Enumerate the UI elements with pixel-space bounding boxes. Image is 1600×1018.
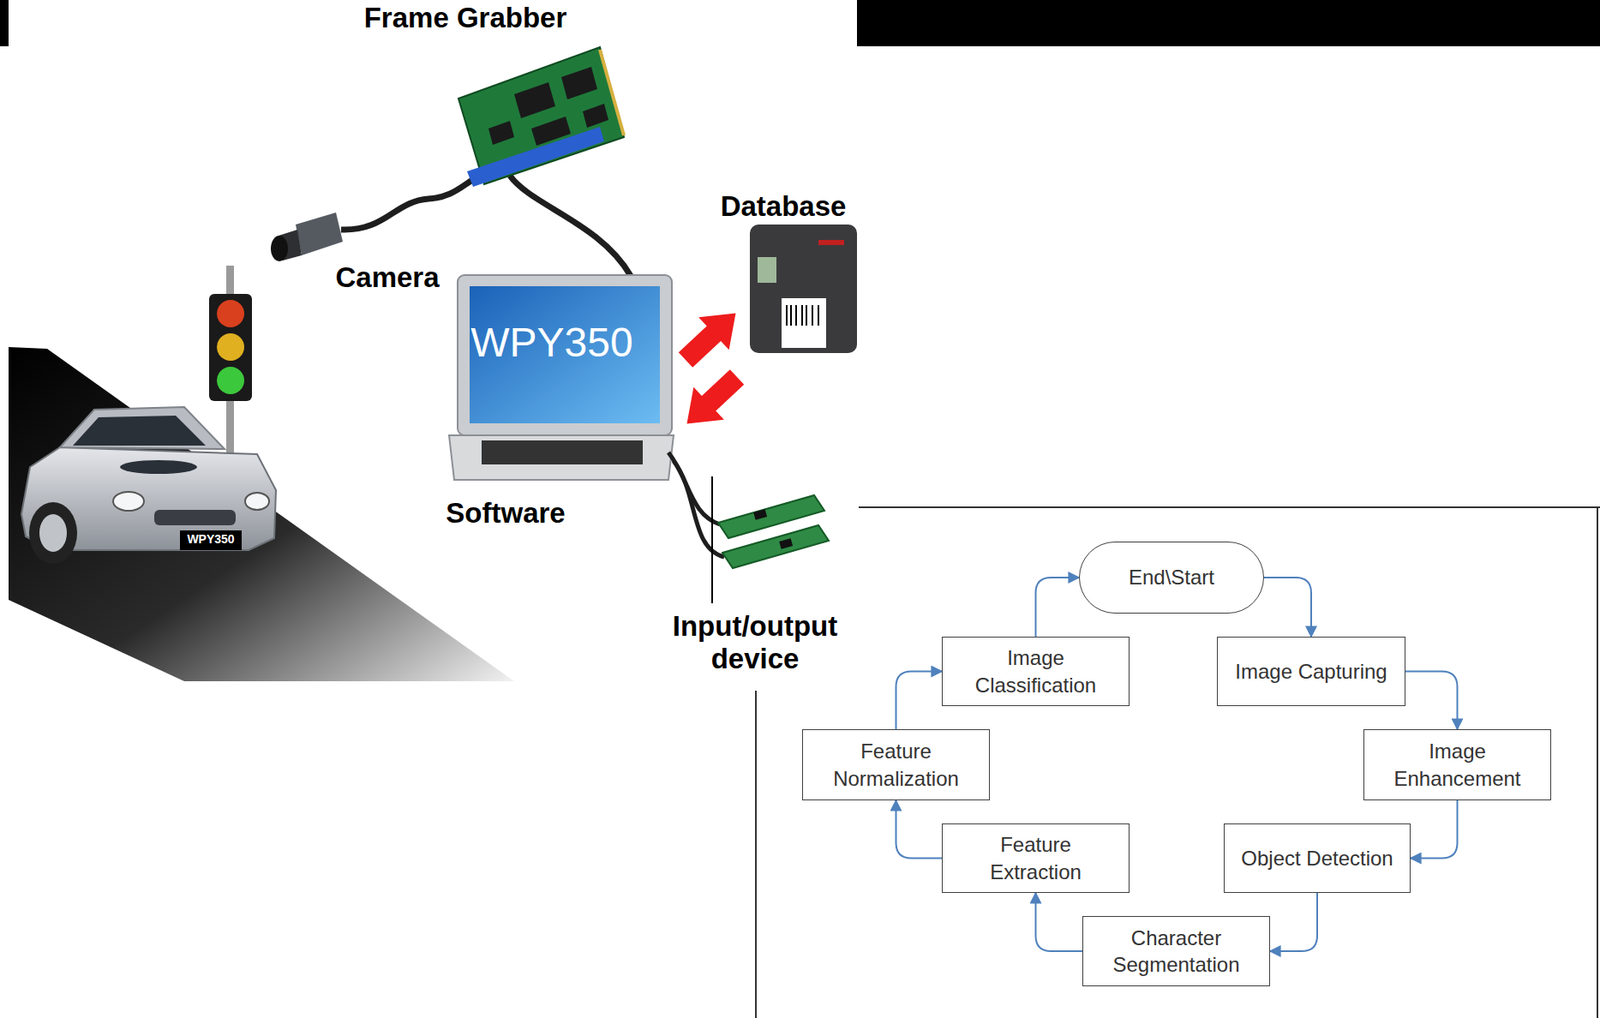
part-label: WPY350: [470, 318, 633, 366]
laptop-cable: [509, 175, 631, 276]
process-box: Feature Normalization: [802, 729, 990, 801]
part-label: Frame Grabber: [364, 1, 568, 35]
car: [21, 407, 276, 564]
process-box: Object Detection: [1223, 823, 1411, 893]
flow-arrow: [1036, 892, 1084, 952]
step-text: Character Segmentation: [1092, 924, 1260, 978]
flow-arrow: [1036, 577, 1080, 637]
step-text: End\Start: [1128, 563, 1215, 591]
terminal-box: End\Start: [1078, 541, 1265, 614]
part-label: Database: [720, 190, 847, 223]
database-printer: [749, 224, 857, 354]
io-boards: [718, 495, 829, 569]
flow-arrow: [1410, 800, 1458, 859]
laptop: [449, 275, 674, 480]
flow-arrow: [896, 671, 943, 731]
leader-line: [711, 476, 714, 604]
step-text: Feature Extraction: [952, 831, 1120, 885]
process-box: Character Segmentation: [1082, 916, 1271, 987]
panel-border: [755, 690, 757, 1018]
frame-grabber-board: [458, 47, 624, 187]
part-label: WPY350: [186, 532, 234, 546]
camera-cable: [341, 175, 480, 230]
data-arrows: [670, 296, 752, 440]
process-box: Image Enhancement: [1363, 729, 1552, 801]
panel-border: [1596, 507, 1599, 1018]
process-box: Image Classification: [941, 636, 1130, 707]
part-label: Camera: [335, 261, 439, 294]
process-box: Feature Extraction: [941, 823, 1130, 893]
road: [8, 347, 515, 682]
flow-arrow: [896, 800, 943, 859]
step-text: Image Classification: [952, 644, 1120, 698]
step-text: Image Enhancement: [1373, 737, 1541, 792]
part-label: Software: [445, 497, 565, 530]
panel-border: [858, 506, 1600, 509]
flow-arrow: [1405, 671, 1458, 731]
flow-arrow: [1270, 892, 1318, 952]
edge-band: [0, 0, 9, 47]
io-cable: [673, 461, 725, 558]
top-band: [856, 0, 1600, 47]
process-box: Image Capturing: [1216, 636, 1406, 707]
step-text: Feature Normalization: [812, 737, 980, 792]
camera: [270, 212, 343, 262]
step-text: Image Capturing: [1234, 658, 1387, 685]
part-label: Input/output device: [656, 610, 854, 676]
flow-arrow: [1264, 577, 1312, 637]
step-text: Object Detection: [1240, 844, 1393, 872]
